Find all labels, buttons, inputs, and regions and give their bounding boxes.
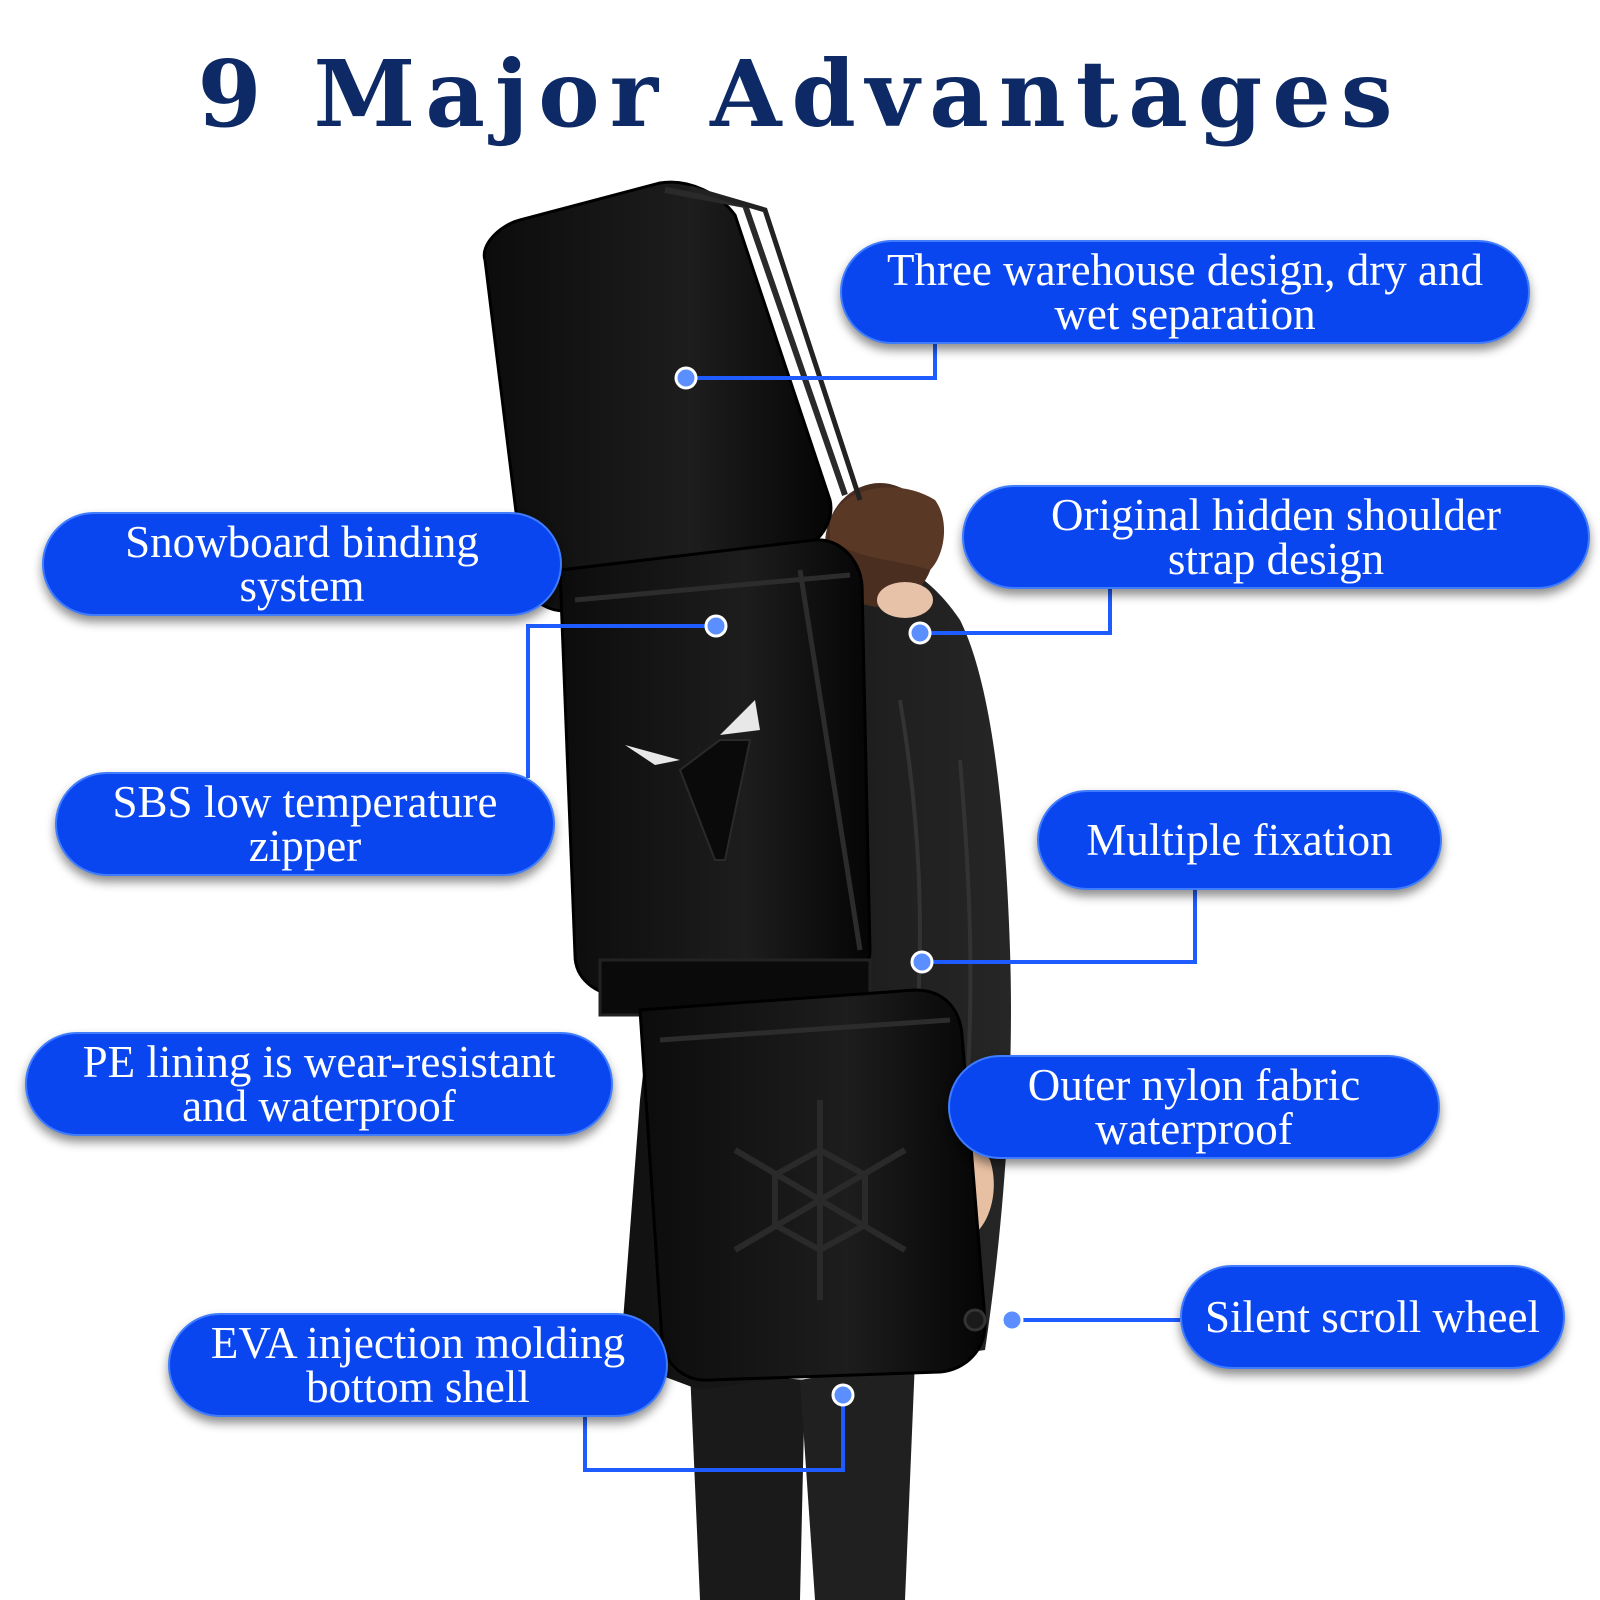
callout-label: Three warehouse design, dry and wet sepa… <box>886 245 1484 339</box>
callout-scroll-wheel: Silent scroll wheel <box>1180 1265 1565 1369</box>
callout-label: Snowboard binding system <box>125 517 479 611</box>
callout-label: EVA injection molding bottom shell <box>210 1318 626 1412</box>
callout-nylon-fabric: Outer nylon fabric waterproof <box>948 1055 1440 1159</box>
callout-label: Multiple fixation <box>1086 815 1393 865</box>
callout-label: Silent scroll wheel <box>1205 1292 1540 1342</box>
snowboard-bag <box>482 180 987 1382</box>
callout-label: PE lining is wear-resistant and waterpro… <box>82 1037 556 1131</box>
callout-label: SBS low temperature zipper <box>112 777 498 871</box>
callout-three-warehouse: Three warehouse design, dry and wet sepa… <box>840 240 1530 344</box>
callout-label: Original hidden shoulder strap design <box>1051 490 1501 584</box>
person-legs <box>690 1360 915 1600</box>
page-title: 9 Major Advantages <box>197 40 1403 148</box>
callout-label: Outer nylon fabric waterproof <box>1027 1060 1361 1154</box>
callout-sbs-zipper: SBS low temperature zipper <box>55 772 555 876</box>
callout-snowboard-binding: Snowboard binding system <box>42 512 562 616</box>
callout-multiple-fixation: Multiple fixation <box>1037 790 1442 890</box>
callout-eva-shell: EVA injection molding bottom shell <box>168 1313 668 1417</box>
callout-connectors <box>526 342 1197 1472</box>
callout-hidden-shoulder-strap: Original hidden shoulder strap design <box>962 485 1590 589</box>
callout-pe-lining: PE lining is wear-resistant and waterpro… <box>25 1032 613 1136</box>
callout-anchor-dots <box>674 366 1024 1407</box>
